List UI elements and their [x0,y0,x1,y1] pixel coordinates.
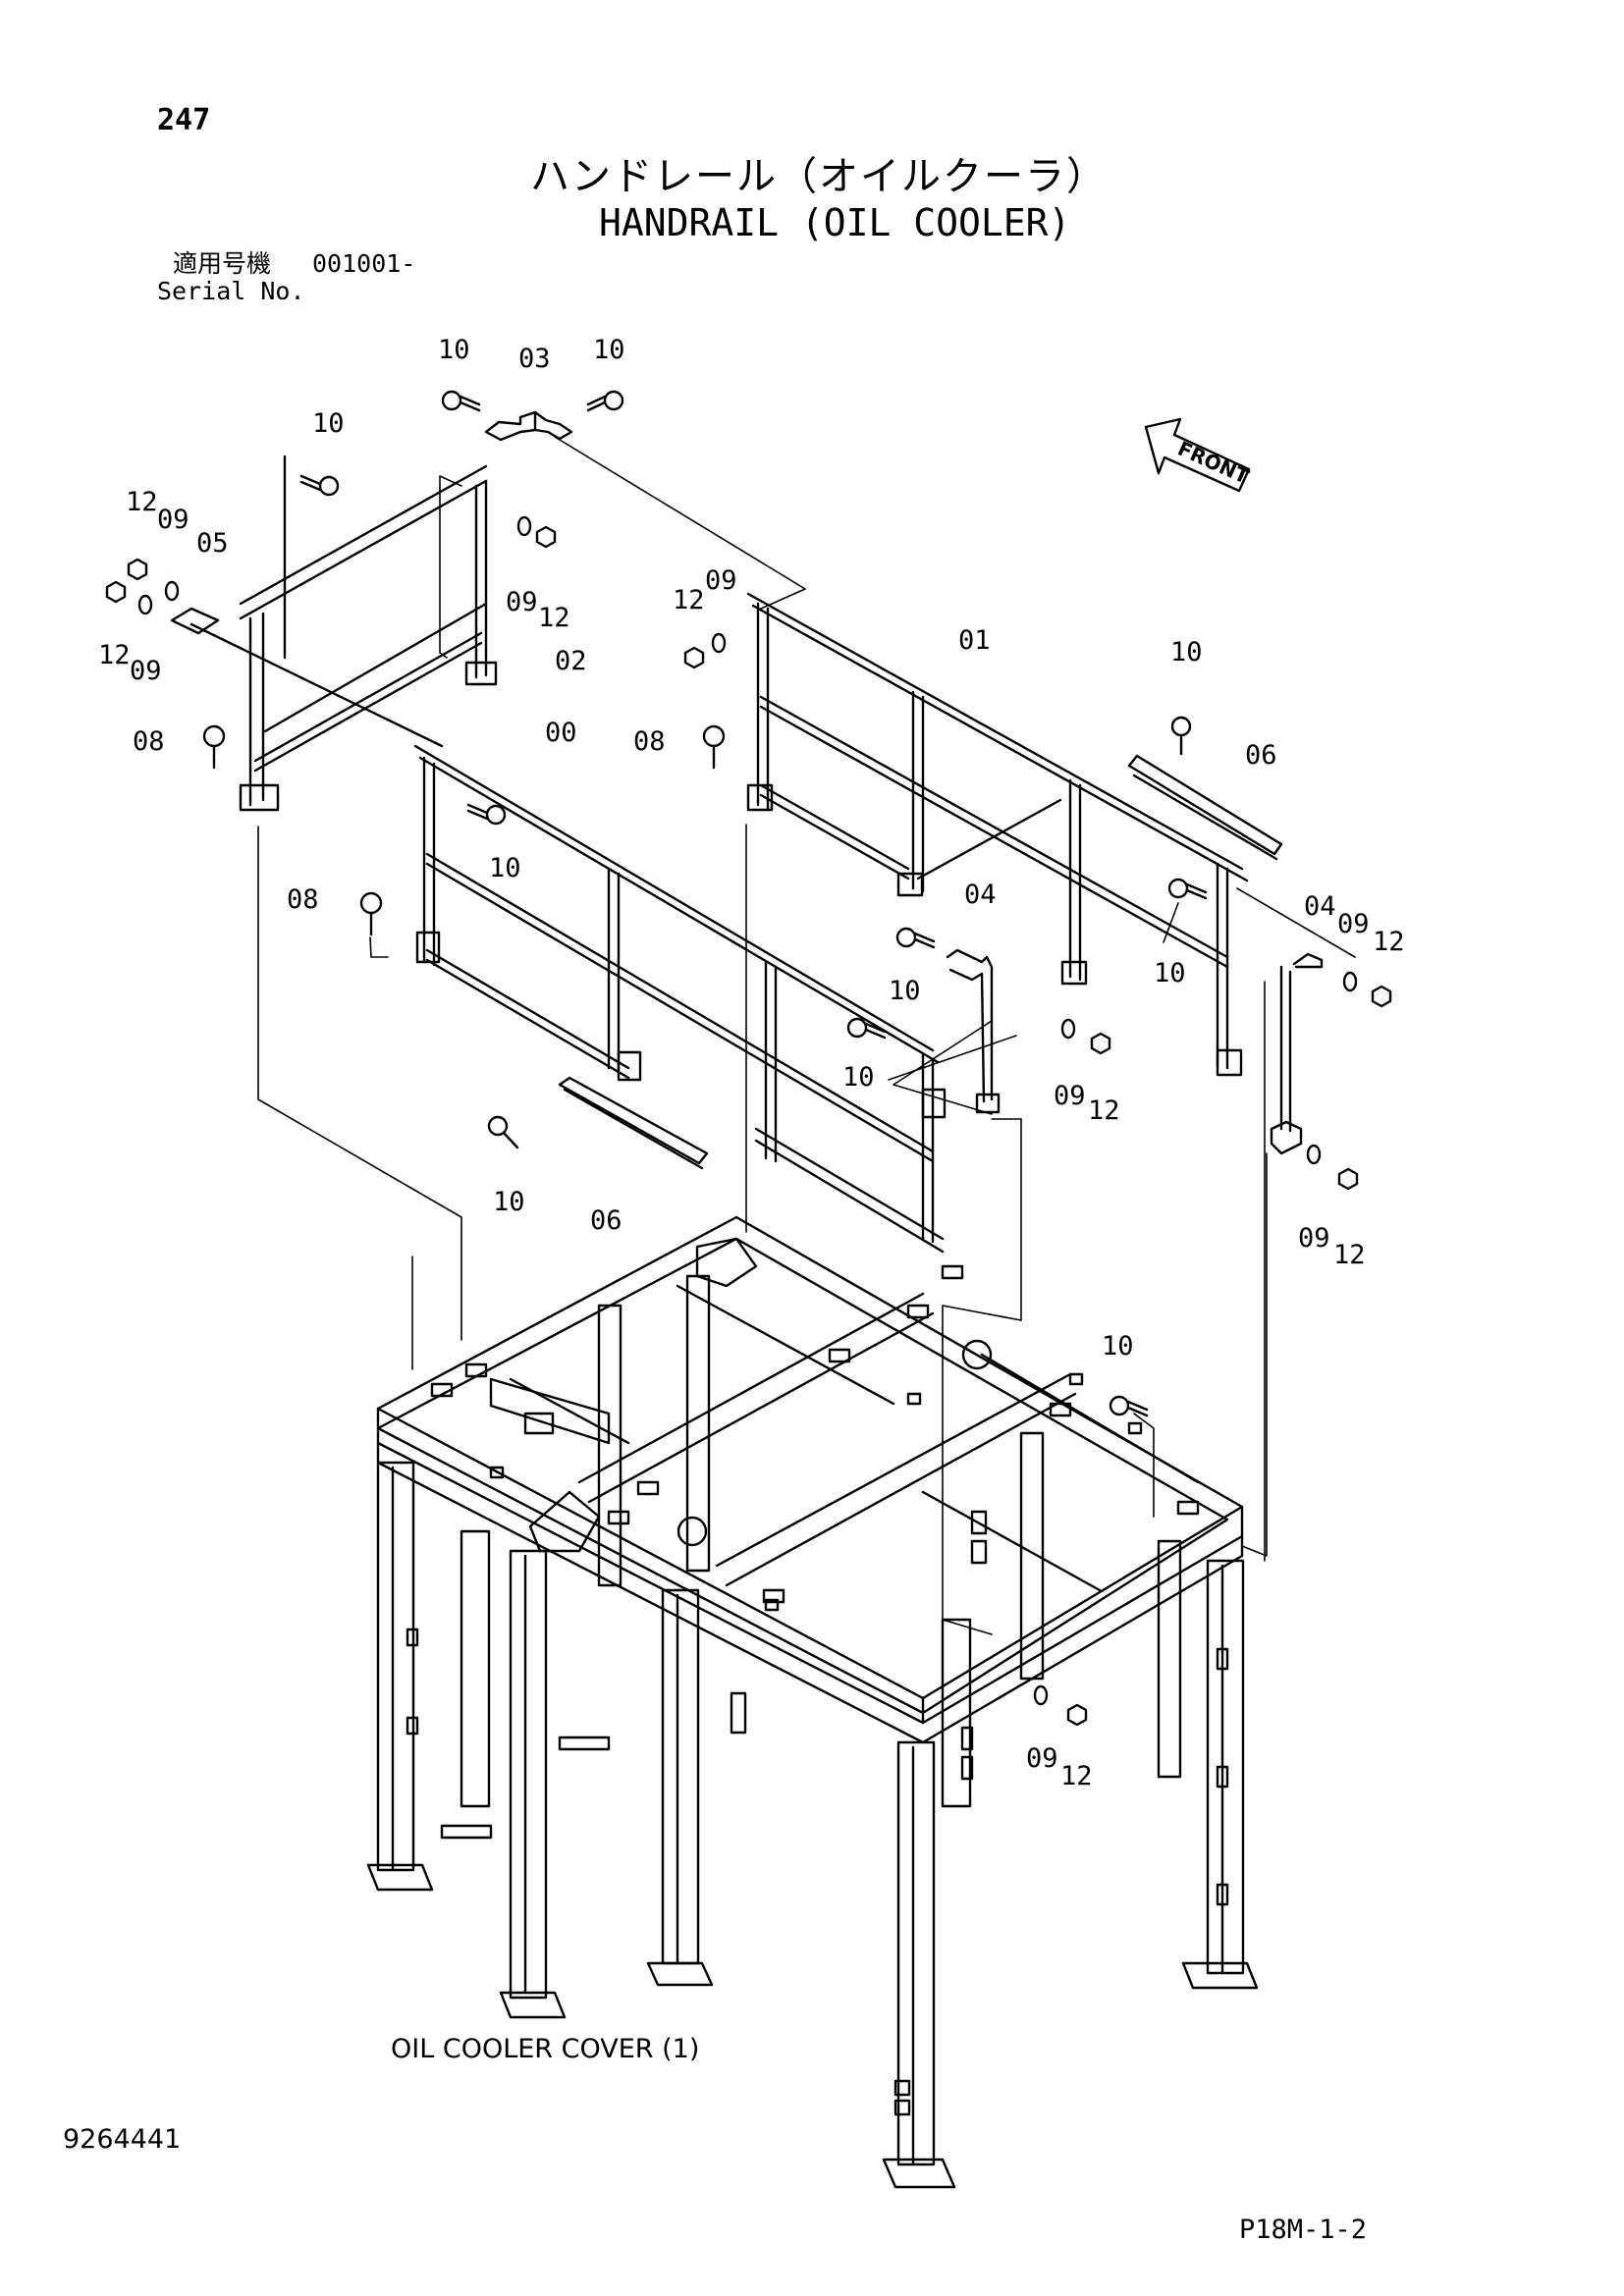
bar-06-upper [1127,754,1283,861]
title-english: HANDRAIL (OIL COOLER) [599,201,1071,244]
bracket-04-right [1270,952,1324,1155]
callout-00: 00 [545,718,577,748]
page-reference: P18M-1-2 [1239,2215,1368,2245]
callout-09: 09 [1298,1223,1330,1254]
bolt-10-group [299,390,1208,1417]
bolt-08-group [202,724,726,936]
bracket-03 [484,410,573,442]
bar-05 [170,607,444,748]
callout-03: 03 [518,344,551,374]
callout-08: 08 [133,726,165,757]
callout-05: 05 [196,528,229,559]
callout-12: 12 [1373,927,1405,957]
callout-09: 09 [705,565,737,596]
title-japanese: ハンドレール（オイルクーラ） [530,154,1108,199]
callout-08: 08 [633,726,666,757]
callout-09: 09 [1026,1743,1058,1774]
callout-02: 02 [555,646,587,676]
callout-10: 10 [312,408,345,439]
oil-cooler-cover-caption: OIL COOLER COVER (1) [391,2034,700,2064]
callout-12: 12 [673,585,705,615]
callout-09: 09 [130,656,162,686]
serial-range: 001001- [312,249,416,278]
callout-10: 10 [489,853,521,883]
callout-12: 12 [126,487,158,517]
washer-nut-group [105,515,1392,1727]
callout-12: 12 [98,640,131,670]
bar-06-lower [558,1076,709,1170]
callout-10: 10 [493,1187,525,1217]
callout-12: 12 [1088,1095,1120,1126]
front-label: FRONT [1174,437,1253,489]
callout-09: 09 [157,505,189,535]
callout-10: 10 [1102,1331,1134,1362]
handrail-01 [746,592,1249,1077]
callout-06: 06 [590,1205,623,1236]
callout-04: 04 [1304,891,1336,922]
callout-10: 10 [1170,637,1203,667]
front-direction-arrow: FRONT [1144,417,1253,493]
callout-12: 12 [538,603,570,633]
assembly-leader-lines [257,436,1356,1635]
callout-labels: 10 03 10 10 12 09 05 09 12 12 09 02 12 0… [98,335,1405,1791]
callout-10: 10 [1154,958,1186,988]
callout-08: 08 [287,884,319,915]
callout-12: 12 [1060,1761,1093,1791]
callout-10: 10 [889,976,921,1006]
callout-10: 10 [438,335,470,365]
callout-09: 09 [1337,909,1370,939]
handrail-02 [239,454,498,812]
callout-10: 10 [593,335,625,365]
bracket-04-center [946,948,1001,1114]
callout-09: 09 [1054,1081,1086,1111]
document-number: 9264441 [63,2124,182,2155]
callout-04: 04 [964,880,997,910]
serial-label-english: Serial No. [157,277,305,305]
oil-cooler-cover-frame [366,1215,1259,2189]
serial-label-japanese: 適用号機 [173,249,272,278]
handrail-00 [413,744,947,1254]
callout-12: 12 [1333,1240,1366,1270]
page-number: 247 [157,103,211,137]
callout-09: 09 [506,587,538,617]
callout-10: 10 [842,1062,875,1093]
callout-06: 06 [1245,740,1277,771]
callout-01: 01 [958,625,991,656]
